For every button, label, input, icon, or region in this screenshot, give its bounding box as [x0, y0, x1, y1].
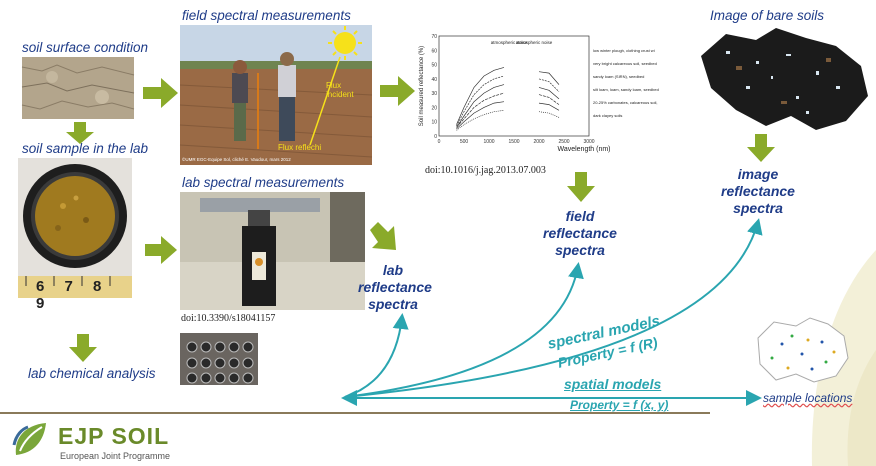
arrow-down-field — [567, 172, 595, 202]
y-tick-label: 40 — [431, 77, 437, 83]
x-tick-label: 1000 — [483, 139, 494, 145]
lab-doi: doi:10.3390/s18041157 — [181, 313, 276, 324]
reflectance-chart: 0 500 1000 1500 2000 2500 3000 0 10 20 30 40 50 60 70W… — [419, 34, 659, 153]
series-line — [456, 101, 560, 130]
x-tick-label: 0 — [438, 139, 441, 145]
arrow-right-2 — [145, 236, 177, 264]
image-of-bare-soils-label: Image of bare soils — [710, 8, 825, 23]
field-spectral-measurements-label: field spectral measurements — [182, 8, 351, 23]
soil-surface-condition-label: soil surface condition — [22, 40, 149, 55]
image-reflectance-line-1: image — [737, 166, 779, 182]
x-tick-label: 2000 — [533, 139, 544, 145]
image-reflectance-spectra-label: image reflectance spectra — [718, 166, 798, 217]
y-tick-label: 30 — [431, 91, 437, 97]
y-tick-label: 70 — [431, 34, 437, 40]
legend-entry: silt loam, loam, sandy loam, seedbed — [593, 87, 659, 92]
ruler-digits: 6 7 8 9 — [36, 278, 110, 312]
legend-entry: very bright calcareous soil, seedbed — [593, 61, 657, 66]
lab-reflectance-line-2: reflectance — [358, 279, 432, 295]
lab-reflectance-spectra-label: lab reflectance spectra — [358, 262, 432, 313]
legend-entry: 20-25% carbonates, calcareous soil, — [593, 100, 657, 105]
series-line — [456, 92, 560, 128]
ejp-soil-logo-icon — [12, 423, 46, 455]
ejp-soil-logo-text: EJP SOIL — [58, 423, 170, 449]
y-axis-label: Soil measured reflectance (%) — [419, 46, 425, 126]
series-line — [456, 67, 560, 125]
soil-sample-photo: 6 7 8 9 — [18, 158, 132, 312]
lab-spectral-measurements-label: lab spectral measurements — [182, 175, 345, 190]
arrow-down-2 — [69, 334, 97, 362]
chart-frame — [438, 35, 590, 137]
series-line — [456, 109, 560, 131]
series-line — [456, 84, 560, 128]
soil-sample-in-lab-label: soil sample in the lab — [22, 141, 149, 156]
y-tick-label: 20 — [431, 105, 437, 111]
soil-surface-photo — [21, 57, 135, 119]
x-tick-label: 3000 — [583, 139, 594, 145]
image-reflectance-line-3: spectra — [733, 200, 783, 216]
lab-measurement-photo — [180, 192, 365, 310]
x-axis-label: Wavelength (nm) — [557, 146, 610, 153]
bare-soils-image — [696, 26, 871, 136]
photo-credit: ©UMR EGC-Equipe Sol, cliché E. Vaudour, … — [182, 157, 291, 162]
field-reflectance-line-1: field — [565, 208, 595, 224]
chart-annotation: atmospheric noise — [516, 40, 553, 45]
ejp-soil-logo-subtitle: European Joint Programme — [60, 451, 171, 461]
sample-locations-map — [752, 314, 852, 386]
arrow-down-image — [747, 134, 775, 162]
legend-entry: sandy loam (SIRN), seedbed — [593, 74, 644, 79]
x-tick-label: 1500 — [508, 139, 519, 145]
sample-locations-label: sample locations — [763, 391, 853, 405]
lab-reflectance-line-3: spectra — [368, 296, 418, 312]
series-line — [456, 75, 560, 127]
x-tick-label: 2500 — [558, 139, 569, 145]
arrow-diag-lab — [370, 222, 396, 250]
flux-reflechi-text: Flux reflechi — [278, 143, 322, 152]
arrow-down-1 — [66, 122, 94, 144]
field-reflectance-spectra-label: field reflectance spectra — [540, 208, 620, 259]
spatial-models-formula: Property = f (x, y) — [570, 398, 669, 412]
y-tick-label: 60 — [431, 48, 437, 54]
sample-tubes-photo — [180, 333, 258, 385]
y-tick-label: 10 — [431, 120, 437, 126]
lab-reflectance-line-1: lab — [382, 262, 404, 278]
arrow-right-1 — [143, 78, 178, 108]
footer-divider — [0, 412, 710, 414]
image-reflectance-line-2: reflectance — [721, 183, 795, 199]
field-measurement-photo: Flux incident Flux reflechi ©UMR EGC-Equ… — [179, 25, 373, 165]
field-reflectance-line-3: spectra — [555, 242, 605, 258]
y-tick-label: 50 — [431, 63, 437, 69]
y-tick-label: 0 — [434, 134, 437, 140]
spatial-models-title: spatial models — [564, 376, 662, 392]
arrow-right-3 — [380, 76, 415, 106]
field-reflectance-line-2: reflectance — [543, 225, 617, 241]
flux-incident-text: Flux incident — [326, 81, 354, 99]
field-doi: doi:10.1016/j.jag.2013.07.003 — [425, 165, 546, 176]
chart-annotation: atmospheric noise — [491, 40, 528, 45]
lab-chemical-analysis-label: lab chemical analysis — [28, 366, 156, 381]
legend-entry: dark clayey soils — [593, 113, 622, 118]
legend-entry: low winter plough, clothing crust wi — [593, 48, 655, 53]
x-tick-label: 500 — [460, 139, 469, 145]
